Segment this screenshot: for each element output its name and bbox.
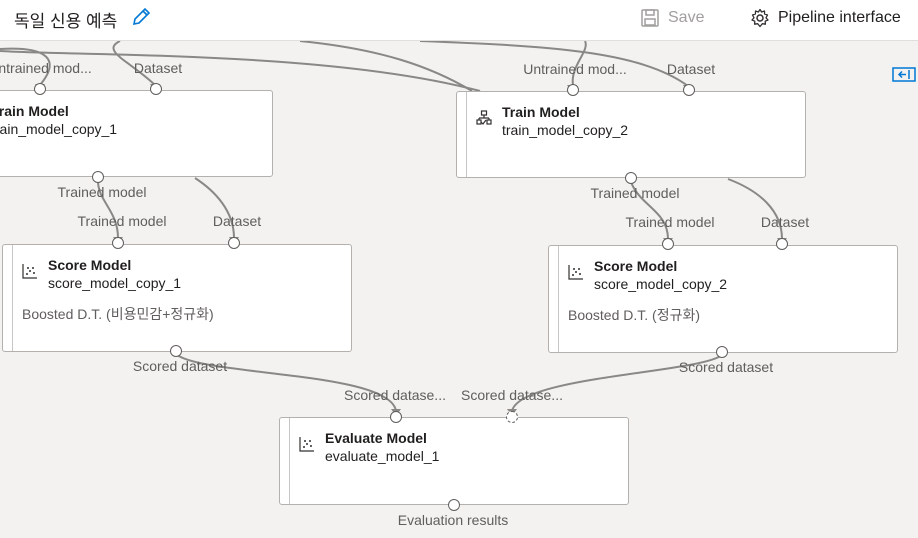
node-title: Score Model [594,258,678,274]
save-button[interactable]: Save [640,6,704,30]
train2-output-port[interactable] [625,172,637,184]
scatter-icon [22,264,37,279]
train1-input1-label: Untrained mod... [0,60,92,76]
wire-score1-evaluate [175,353,397,412]
evaluate-input1-label: Scored datase... [344,387,446,403]
evaluate-model-node[interactable]: Evaluate Model evaluate_model_1 [279,417,629,505]
evaluate-output-label: Evaluation results [397,512,509,528]
train1-input2-label: Dataset [133,60,183,76]
evaluate-input2-label: Scored datase... [461,387,563,403]
train2-input-port-1[interactable] [567,84,579,96]
floppy-disk-icon [641,9,659,27]
wire-offscreen-2 [0,47,51,86]
panel-collapse-icon [892,67,916,82]
gear-icon [751,8,769,28]
train-model-node-2[interactable]: Train Model train_model_copy_2 [456,91,806,178]
score1-output-port[interactable] [170,345,182,357]
score2-input-port-2[interactable] [776,238,788,250]
score2-output-label: Scored dataset [678,359,774,375]
node-name: score_model_copy_1 [48,275,182,291]
evaluate-input-port-2[interactable] [506,411,518,423]
train2-input-port-2[interactable] [683,84,695,96]
edit-title-button[interactable] [130,6,152,28]
collapse-panel-button[interactable] [892,67,916,83]
train1-output-port[interactable] [92,171,104,183]
train1-output-label: Trained model [57,184,147,200]
evaluate-input-port-1[interactable] [390,411,402,423]
pipeline-interface-button[interactable]: Pipeline interface [750,6,901,30]
train1-input-port-1[interactable] [34,83,46,95]
wire-train2-score2-model [630,181,669,240]
score-model-node-2[interactable]: Score Model score_model_copy_2 Boosted D… [548,245,898,353]
score2-output-port[interactable] [716,346,728,358]
wire-train1-score1-model [97,180,119,239]
node-title: Evaluate Model [325,430,427,446]
hierarchy-icon [476,110,492,125]
node-name: score_model_copy_2 [594,276,728,292]
wire-offscreen-1 [0,50,481,92]
pipeline-canvas[interactable]: Untrained mod... Dataset Train Model tra… [0,41,918,538]
top-toolbar: 독일 신용 예측 Save Pipeline interface [0,0,918,41]
wire-offscreen-4 [299,41,473,92]
wire-train1-score1-data [194,177,235,239]
node-comment: Boosted D.T. (비용민감+정규화) [22,306,214,322]
train2-input2-label: Dataset [666,61,716,77]
wire-offscreen-3 [112,41,156,86]
node-name: evaluate_model_1 [325,448,440,464]
connection-wires [0,41,787,416]
save-label: Save [668,9,705,26]
node-name: train_model_copy_2 [502,122,629,138]
score2-input-port-1[interactable] [662,238,674,250]
wire-train2-score2-data [727,178,783,240]
train1-input-port-2[interactable] [150,83,162,95]
score1-input-port-2[interactable] [228,237,240,249]
score1-input1-label: Trained model [77,213,167,229]
scatter-icon [568,265,583,280]
score1-input2-label: Dataset [212,213,262,229]
node-title: Score Model [48,257,132,273]
node-title: Train Model [0,103,69,119]
pipeline-interface-label: Pipeline interface [778,9,901,26]
scatter-icon [299,437,314,452]
wire-score2-evaluate [511,354,723,412]
train2-input1-label: Untrained mod... [523,61,627,77]
score2-input1-label: Trained model [625,214,715,230]
score-model-node-1[interactable]: Score Model score_model_copy_1 Boosted D… [2,244,352,352]
wire-offscreen-6 [571,41,587,86]
node-title: Train Model [502,104,580,120]
train-model-node-1[interactable]: Train Model train_model_copy_1 [0,90,273,177]
pipeline-title: 독일 신용 예측 [14,12,118,31]
evaluate-output-port[interactable] [448,499,460,511]
train2-output-label: Trained model [590,185,680,201]
node-comment: Boosted D.T. (정규화) [568,307,701,323]
score2-input2-label: Dataset [760,214,810,230]
score1-input-port-1[interactable] [112,237,124,249]
pencil-icon [132,7,151,26]
node-name: train_model_copy_1 [0,121,118,137]
score1-output-label: Scored dataset [132,358,228,374]
